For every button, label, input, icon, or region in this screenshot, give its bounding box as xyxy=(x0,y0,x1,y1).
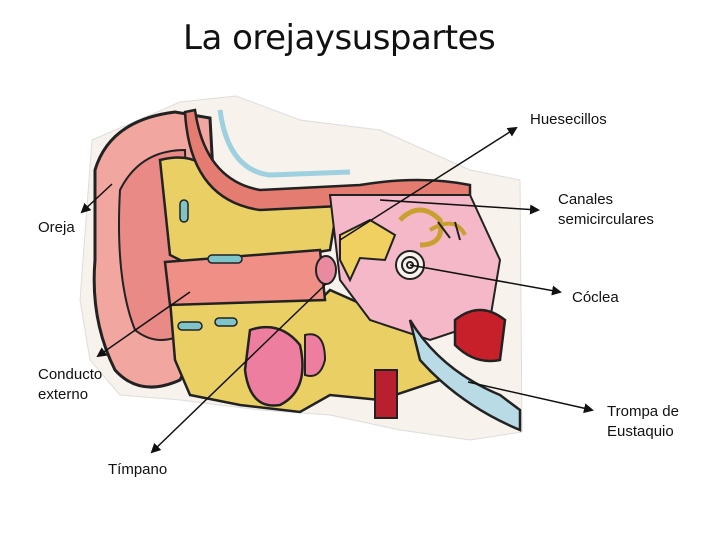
page-title: La orejaysuspartes xyxy=(183,18,496,58)
arrow-canales xyxy=(379,199,540,215)
label-timpano: Tímpano xyxy=(108,461,168,478)
teal-mark xyxy=(207,254,243,264)
blood-vessel xyxy=(453,308,507,363)
arrow-conducto xyxy=(96,291,191,358)
arrow-trompa xyxy=(467,381,594,414)
arrow-huesecillos xyxy=(339,126,518,241)
teal-mark xyxy=(179,199,189,223)
skin-stripe xyxy=(217,109,351,178)
pointer-arrows xyxy=(80,126,594,454)
eardrum xyxy=(315,255,337,285)
semicircular-canals xyxy=(398,207,467,248)
label-canales-semicirculares: Canales semicirculares xyxy=(558,191,654,228)
label-huesecillos: Huesecillos xyxy=(530,111,607,128)
label-trompa-de-eustaquio: Trompa de Eustaquio xyxy=(607,403,679,440)
teal-mark xyxy=(214,317,238,327)
eustachian-tube xyxy=(408,319,522,432)
arrow-timpano xyxy=(150,283,327,454)
blood-vessel-lower xyxy=(374,369,398,419)
pink-gland xyxy=(243,325,304,407)
label-conducto-externo: Conducto externo xyxy=(38,366,103,403)
arrow-coclea xyxy=(409,264,562,296)
pink-gland-2 xyxy=(304,333,327,377)
teal-mark xyxy=(177,321,203,331)
label-coclea: Cóclea xyxy=(572,289,619,306)
ossicles xyxy=(339,218,397,283)
arrow-oreja xyxy=(80,183,113,214)
ear-canal xyxy=(163,248,327,307)
label-oreja: Oreja xyxy=(38,219,75,236)
